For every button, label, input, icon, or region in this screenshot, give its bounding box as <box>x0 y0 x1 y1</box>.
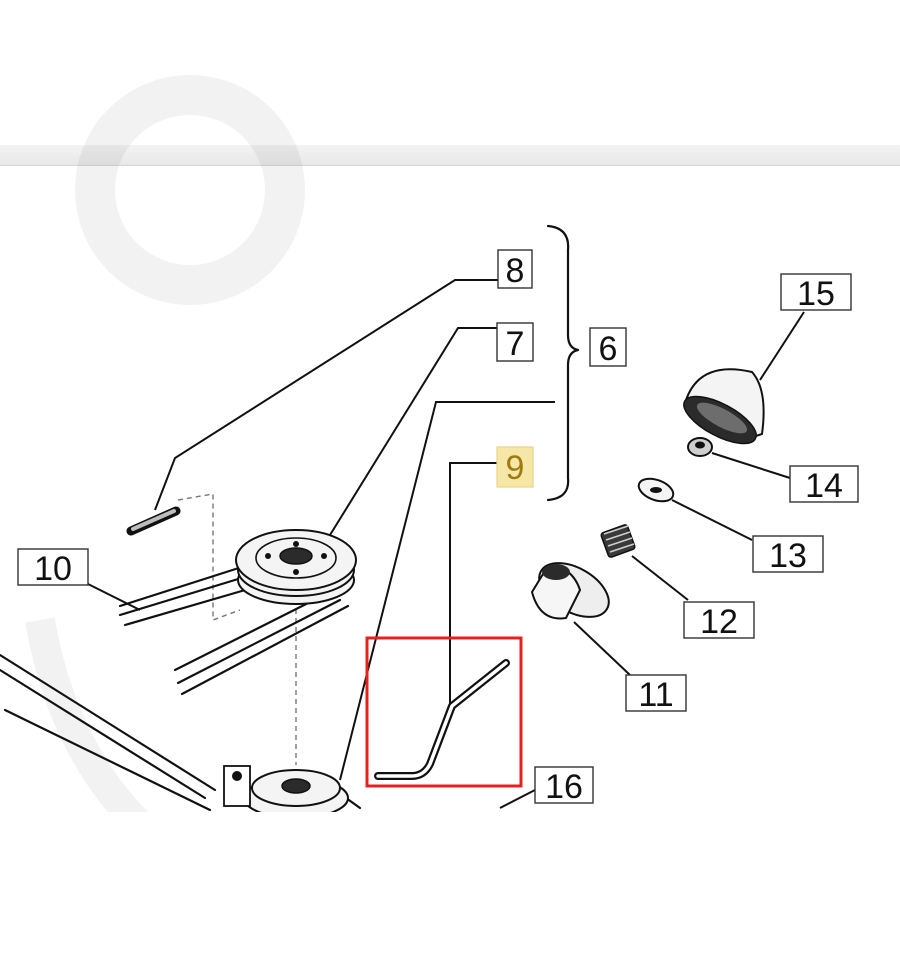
label-9[interactable]: 9 <box>496 446 534 488</box>
spring-part-12 <box>600 524 636 558</box>
label-7[interactable]: 7 <box>496 322 534 363</box>
nut-part-14 <box>687 437 713 457</box>
label-13-text: 13 <box>769 537 807 575</box>
leader-line-part-11 <box>573 621 631 676</box>
label-16[interactable]: 16 <box>534 766 594 806</box>
label-8[interactable]: 8 <box>497 249 533 290</box>
label-7-text: 7 <box>506 325 525 363</box>
lower-spindle-pulley <box>223 765 349 819</box>
leader-line-part-12 <box>631 555 689 601</box>
label-9-text: 9 <box>506 449 525 487</box>
selection-frame[interactable] <box>365 636 523 788</box>
page-header-band <box>0 145 900 166</box>
label-14-text: 14 <box>805 467 843 505</box>
leader-line-part-8 <box>154 279 498 511</box>
assembly-dash-line <box>177 493 241 622</box>
label-14[interactable]: 14 <box>789 465 859 505</box>
label-15-text: 15 <box>797 275 835 313</box>
bushing-part-11 <box>530 562 610 620</box>
label-12-text: 12 <box>700 603 738 641</box>
label-15[interactable]: 15 <box>780 273 852 313</box>
washer-part-13 <box>637 477 675 503</box>
pin-part <box>126 506 181 536</box>
label-6[interactable]: 6 <box>589 327 627 368</box>
label-16-text: 16 <box>545 768 583 806</box>
leader-line-part-15 <box>759 311 805 381</box>
leader-line-part-10 <box>87 583 141 611</box>
label-10[interactable]: 10 <box>17 548 89 588</box>
leader-line-part-9 <box>449 462 497 708</box>
label-8-text: 8 <box>506 252 525 290</box>
leader-line-part-7 <box>329 327 497 536</box>
cap-part-15 <box>683 368 765 445</box>
label-6-text: 6 <box>599 330 618 368</box>
bent-rod-part-9 <box>374 659 510 780</box>
label-10-text: 10 <box>34 550 72 588</box>
leader-line-part-13 <box>671 499 753 541</box>
group-bracket <box>546 224 580 502</box>
diagram-cutoff-mask <box>0 812 900 962</box>
label-12[interactable]: 12 <box>683 601 755 641</box>
label-11[interactable]: 11 <box>625 674 687 714</box>
drive-belt <box>118 564 350 696</box>
leader-line-part-14 <box>711 452 791 479</box>
label-13[interactable]: 13 <box>752 535 824 575</box>
upper-pulley <box>235 529 357 605</box>
label-11-text: 11 <box>638 676 673 714</box>
leader-line-part-6 <box>339 401 555 781</box>
leader-line-part-16 <box>499 789 536 809</box>
